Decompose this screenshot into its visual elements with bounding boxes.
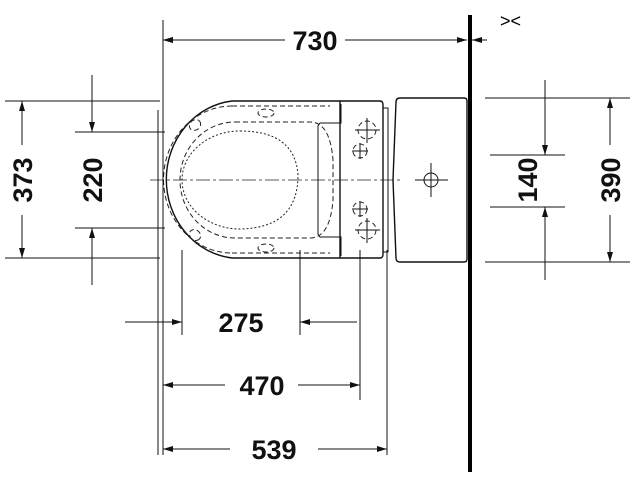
extension-lines — [5, 20, 630, 455]
dim-730: 730 — [292, 26, 337, 56]
toilet-outline — [150, 97, 468, 263]
wall-symbol: >< — [500, 11, 521, 31]
dimension-lines — [19, 40, 613, 452]
dim-140: 140 — [513, 157, 543, 202]
dim-539: 539 — [251, 435, 296, 465]
dim-390: 390 — [596, 157, 626, 202]
dim-373: 373 — [8, 157, 38, 202]
dim-275: 275 — [218, 308, 263, 338]
dim-220: 220 — [78, 157, 108, 202]
dim-470: 470 — [239, 371, 284, 401]
